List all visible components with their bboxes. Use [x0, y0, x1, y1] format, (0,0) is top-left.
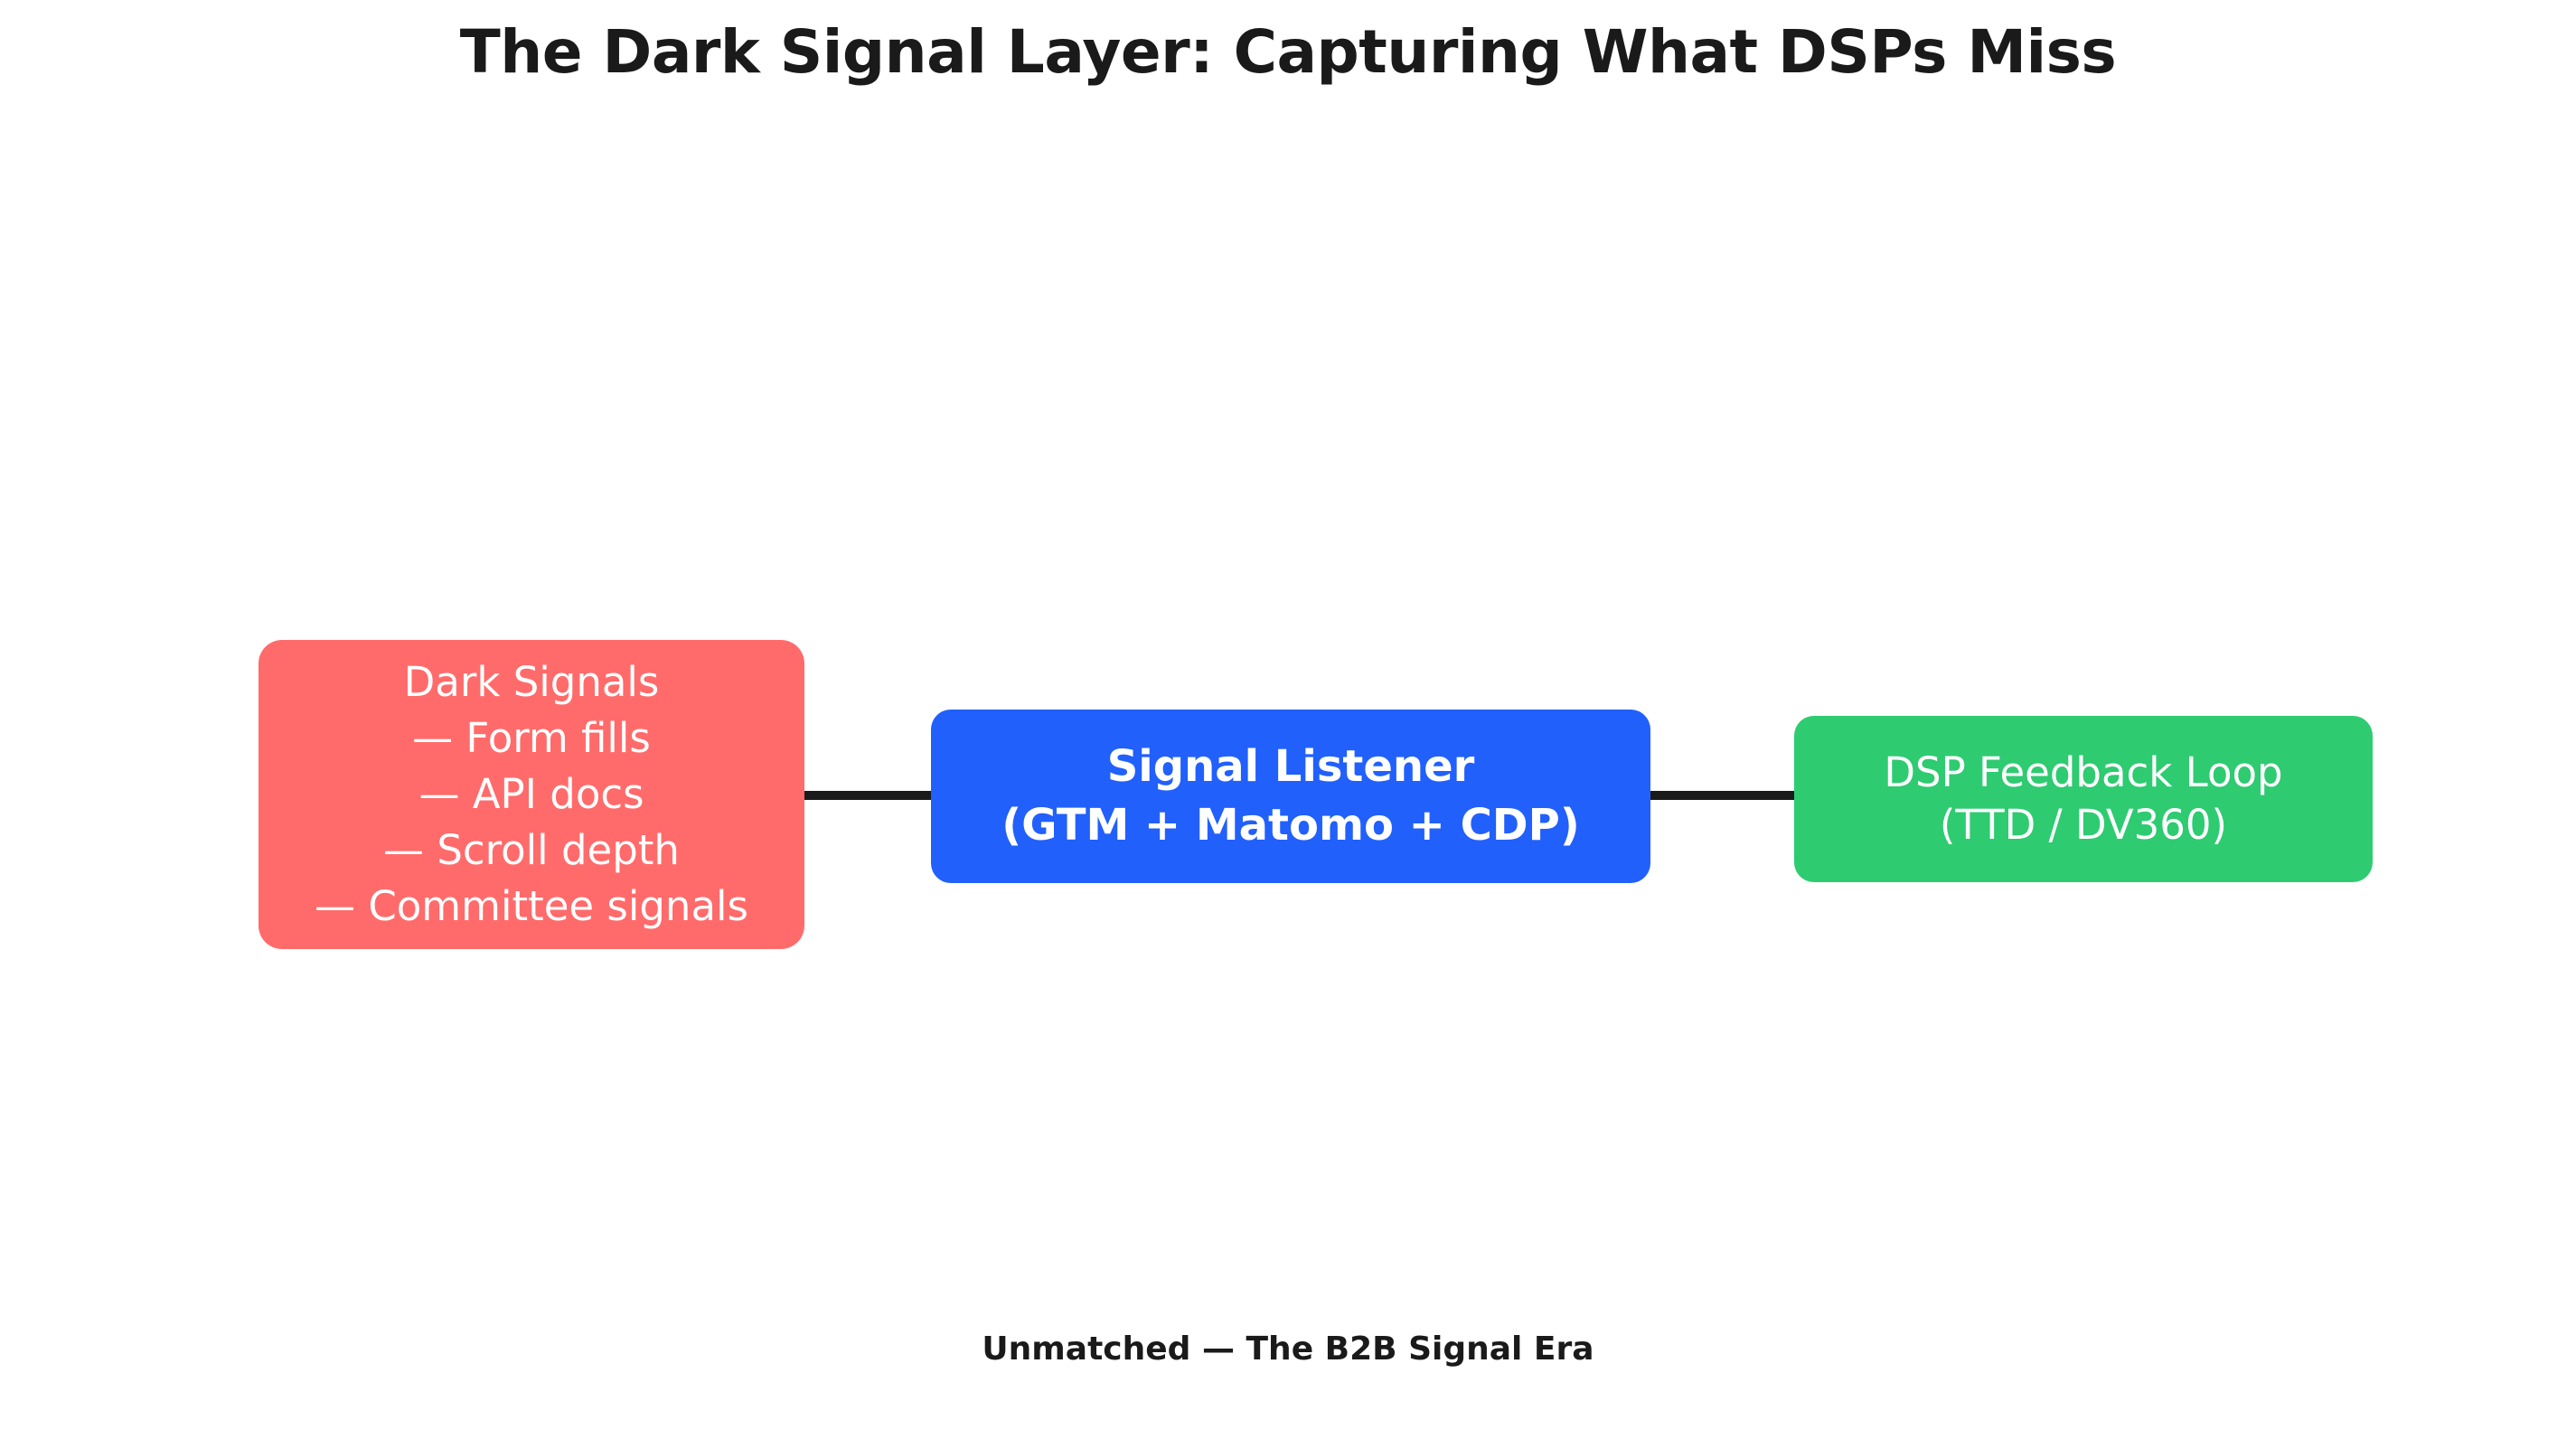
node-dark-signals-label: Dark Signals — Form fills — API docs — S…: [315, 657, 748, 931]
footer-caption: Unmatched — The B2B Signal Era: [982, 1330, 1594, 1368]
node-dsp-feedback[interactable]: DSP Feedback Loop (TTD / DV360): [1794, 716, 2373, 882]
edge-signal-listener-to-dsp-feedback: [1645, 791, 1800, 800]
page-title: The Dark Signal Layer: Capturing What DS…: [459, 17, 2117, 87]
node-dark-signals[interactable]: Dark Signals — Form fills — API docs — S…: [259, 640, 804, 949]
node-signal-listener[interactable]: Signal Listener (GTM + Matomo + CDP): [931, 710, 1650, 883]
node-dsp-feedback-label: DSP Feedback Loop (TTD / DV360): [1884, 748, 2283, 850]
node-signal-listener-label: Signal Listener (GTM + Matomo + CDP): [1001, 740, 1580, 851]
edge-dark-signals-to-signal-listener: [803, 791, 936, 800]
